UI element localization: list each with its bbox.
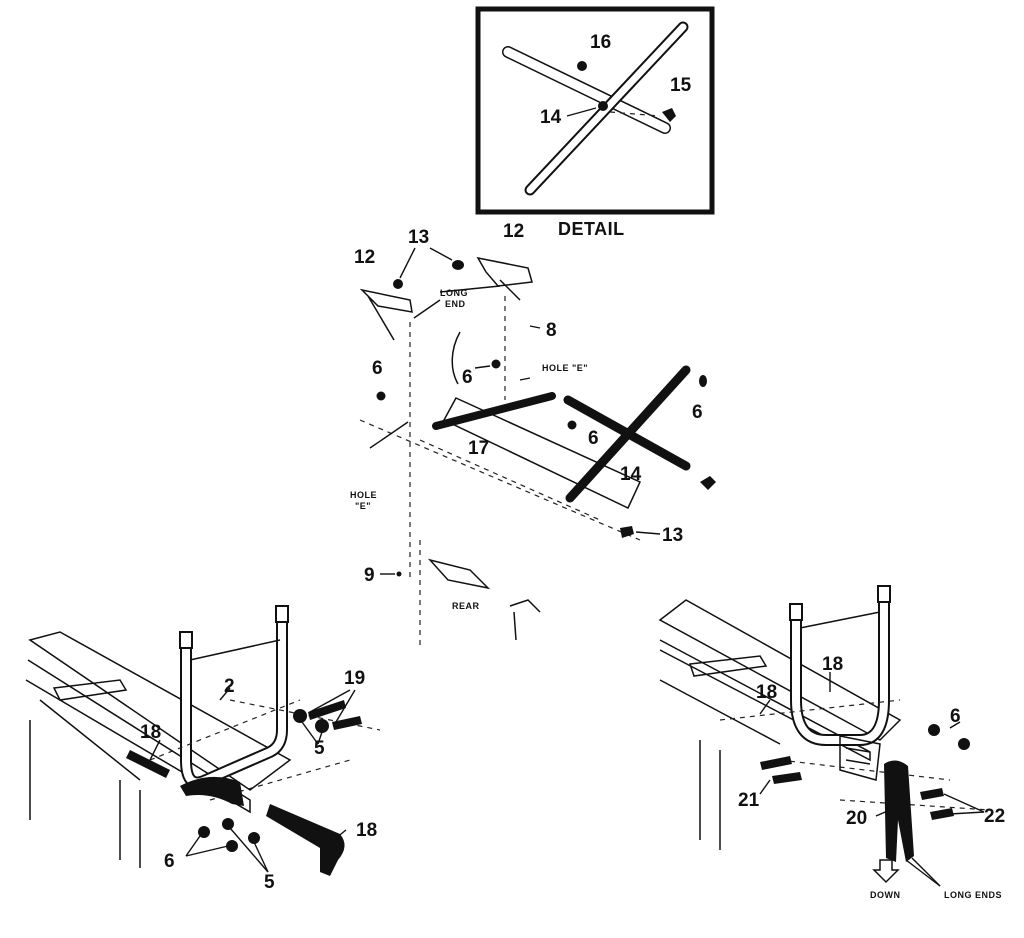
bolt-13-lower xyxy=(620,526,634,538)
washer-6-mid xyxy=(567,420,577,430)
washer-6-bl-a xyxy=(198,826,210,838)
detail-washer-16 xyxy=(577,61,587,71)
note-down: DOWN xyxy=(870,890,901,900)
washer-6-left xyxy=(376,391,386,401)
callout-8: 8 xyxy=(546,320,557,341)
note-hole-e-left: HOLE "E" xyxy=(350,490,380,511)
note-long-ends: LONG ENDS xyxy=(944,890,1002,900)
callout-12-right: 12 xyxy=(503,221,524,242)
washer-6-center xyxy=(491,359,501,369)
callout-2: 2 xyxy=(224,676,235,697)
washer-6-right-b xyxy=(958,738,970,750)
pin-9 xyxy=(396,571,402,577)
bolt-22-b xyxy=(930,808,954,820)
bolt-19-a xyxy=(308,700,346,720)
detail-inset: 16 15 14 DETAIL xyxy=(475,6,715,239)
bar-14-b xyxy=(565,365,691,503)
callout-13-lower: 13 xyxy=(662,525,683,546)
callout-14-detail: 14 xyxy=(540,107,562,128)
right-assembly: 18 18 6 21 20 22 DOWN LONG ENDS xyxy=(658,585,1005,900)
callout-17: 17 xyxy=(468,438,489,459)
bar-17 xyxy=(432,392,556,430)
nut-right xyxy=(700,476,716,490)
left-assembly: 2 19 18 5 18 6 5 xyxy=(25,605,381,893)
washer-6-bl-b xyxy=(226,840,238,852)
callout-18-left: 18 xyxy=(140,722,161,743)
callout-12-left: 12 xyxy=(354,247,375,268)
hinge-bracket xyxy=(839,735,881,781)
callout-6-mid: 6 xyxy=(588,428,599,449)
callout-20: 20 xyxy=(846,808,867,829)
down-arrow xyxy=(872,859,900,884)
callout-18-bottom: 18 xyxy=(356,820,377,841)
note-long-end: LONG END xyxy=(440,288,471,309)
callout-16: 16 xyxy=(590,32,611,53)
callout-6-right-assembly: 6 xyxy=(950,706,961,727)
bracket-12-right xyxy=(476,256,533,301)
callout-15: 15 xyxy=(670,75,692,96)
clamp-18-left xyxy=(126,750,170,778)
callout-5-lower: 5 xyxy=(264,872,275,893)
callout-21: 21 xyxy=(738,790,760,811)
bolt-13-left xyxy=(393,279,403,289)
bracket-12-left xyxy=(359,288,413,341)
detail-title: DETAIL xyxy=(558,219,625,239)
detail-bar-16 xyxy=(502,46,671,134)
bolt-21-b xyxy=(772,772,802,784)
right-table-top xyxy=(658,599,902,741)
callout-18-right-top: 18 xyxy=(822,654,843,675)
left-table-top xyxy=(28,631,292,791)
note-rear: REAR xyxy=(452,601,480,611)
callout-18-right-mid: 18 xyxy=(756,682,777,703)
washer-5-bl-b xyxy=(248,832,260,844)
center-table-rail xyxy=(442,397,641,510)
callout-5-upper: 5 xyxy=(314,738,325,759)
detail-bolt-15 xyxy=(662,108,676,122)
washer-5-b xyxy=(315,719,329,733)
washer-5-bl-a xyxy=(222,818,234,830)
washer-6-right xyxy=(699,375,707,387)
callout-6-right: 6 xyxy=(692,402,703,423)
bolt-22-a xyxy=(920,788,944,800)
clamp-lower-left xyxy=(180,776,244,806)
callout-14-main: 14 xyxy=(620,464,642,485)
callout-22: 22 xyxy=(984,806,1005,827)
washer-5-a xyxy=(293,709,307,723)
callout-6-bottom-left: 6 xyxy=(164,851,175,872)
note-hole-e-right: HOLE "E" xyxy=(542,363,588,373)
bolt-21 xyxy=(760,756,792,770)
detail-frame xyxy=(475,6,715,215)
clamp-20 xyxy=(884,760,914,862)
bolt-13-right xyxy=(452,260,464,270)
washer-6-right-a xyxy=(928,724,940,736)
clamp-18-bottom xyxy=(266,804,345,876)
callout-9: 9 xyxy=(364,565,375,586)
callout-6-left: 6 xyxy=(372,358,383,379)
bolt-19-b xyxy=(332,716,362,730)
center-assembly: 13 12 12 LONG END 8 6 6 HOLE "E" 6 6 17 … xyxy=(350,221,716,650)
callout-6-center: 6 xyxy=(462,367,473,388)
detail-pivot-nut xyxy=(598,101,608,111)
callout-13-top: 13 xyxy=(408,227,429,248)
callout-19: 19 xyxy=(344,668,365,689)
